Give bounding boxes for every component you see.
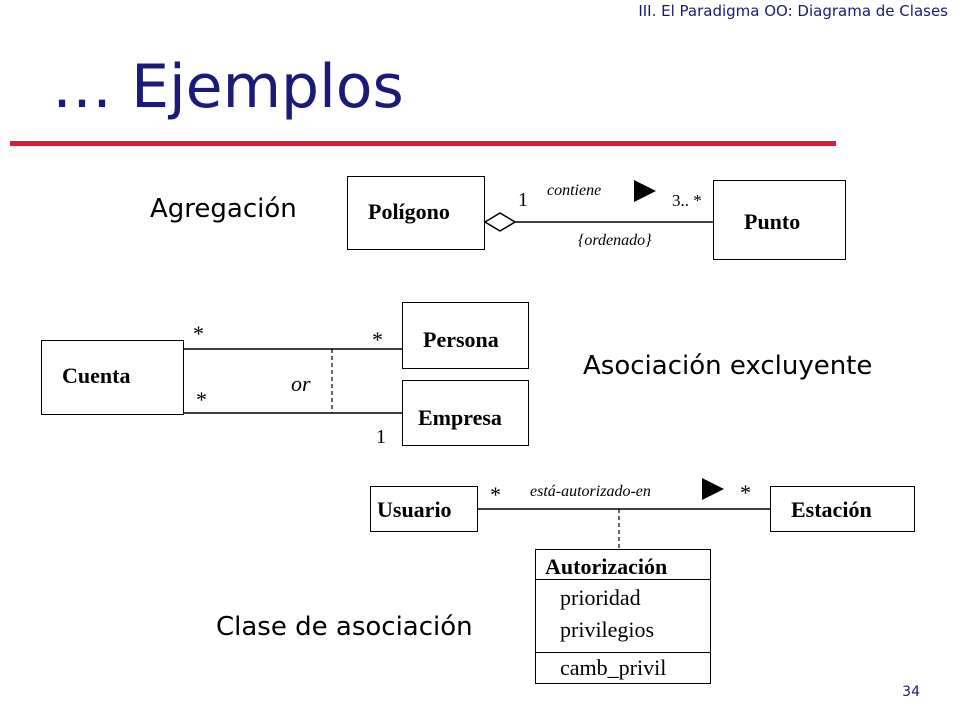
class-name-persona: Persona — [423, 327, 499, 352]
class-box-estacion: Estación — [770, 486, 915, 532]
mult-punto: 3.. * — [672, 191, 702, 210]
aggregation-diamond — [483, 212, 517, 232]
label-asociacion-excluyente: Asociación excluyente — [583, 351, 873, 381]
title-underline — [10, 141, 836, 146]
assoc-name-autorizado: está-autorizado-en — [530, 483, 651, 500]
class-box-empresa: Empresa — [402, 380, 529, 446]
page-number: 34 — [902, 684, 920, 700]
mult-cuenta-empresa: * — [196, 387, 207, 412]
class-name-cuenta: Cuenta — [62, 363, 131, 388]
association-class-autorizacion: Autorización prioridad privilegios camb_… — [535, 549, 711, 684]
class-name-autorizacion: Autorización — [545, 554, 668, 579]
class-divider-bottom — [536, 652, 710, 653]
class-divider-top — [536, 579, 710, 580]
mult-empresa: 1 — [376, 426, 386, 448]
mult-cuenta-persona: * — [193, 321, 204, 346]
attribute-privilegios: privilegios — [560, 617, 655, 642]
label-agregacion: Agregación — [150, 194, 297, 224]
class-box-poligono: Polígono — [347, 176, 485, 250]
class-box-punto: Punto — [713, 180, 846, 260]
class-name-empresa: Empresa — [418, 405, 502, 430]
class-name-estacion: Estación — [791, 497, 872, 522]
class-name-punto: Punto — [744, 209, 801, 234]
class-box-usuario: Usuario — [370, 486, 478, 532]
direction-arrow-autorizado — [702, 478, 724, 500]
constraint-or: or — [291, 371, 311, 396]
class-name-poligono: Polígono — [368, 199, 450, 224]
attribute-prioridad: prioridad — [560, 585, 641, 610]
page-title: … Ejemplos — [52, 52, 404, 122]
class-name-usuario: Usuario — [377, 497, 452, 522]
assoc-name-contiene: contiene — [547, 182, 602, 199]
class-box-persona: Persona — [402, 302, 529, 369]
operation-camb-privil: camb_privil — [560, 655, 667, 680]
section-header: III. El Paradigma OO: Diagrama de Clases — [638, 2, 948, 20]
mult-poligono: 1 — [518, 189, 528, 211]
direction-arrow-contiene — [634, 180, 656, 202]
mult-usuario: * — [490, 482, 501, 507]
mult-estacion: * — [740, 480, 751, 505]
constraint-ordenado: {ordenado} — [578, 232, 652, 249]
label-clase-asociacion: Clase de asociación — [216, 612, 473, 642]
mult-persona: * — [372, 327, 383, 352]
class-box-cuenta: Cuenta — [41, 340, 184, 415]
